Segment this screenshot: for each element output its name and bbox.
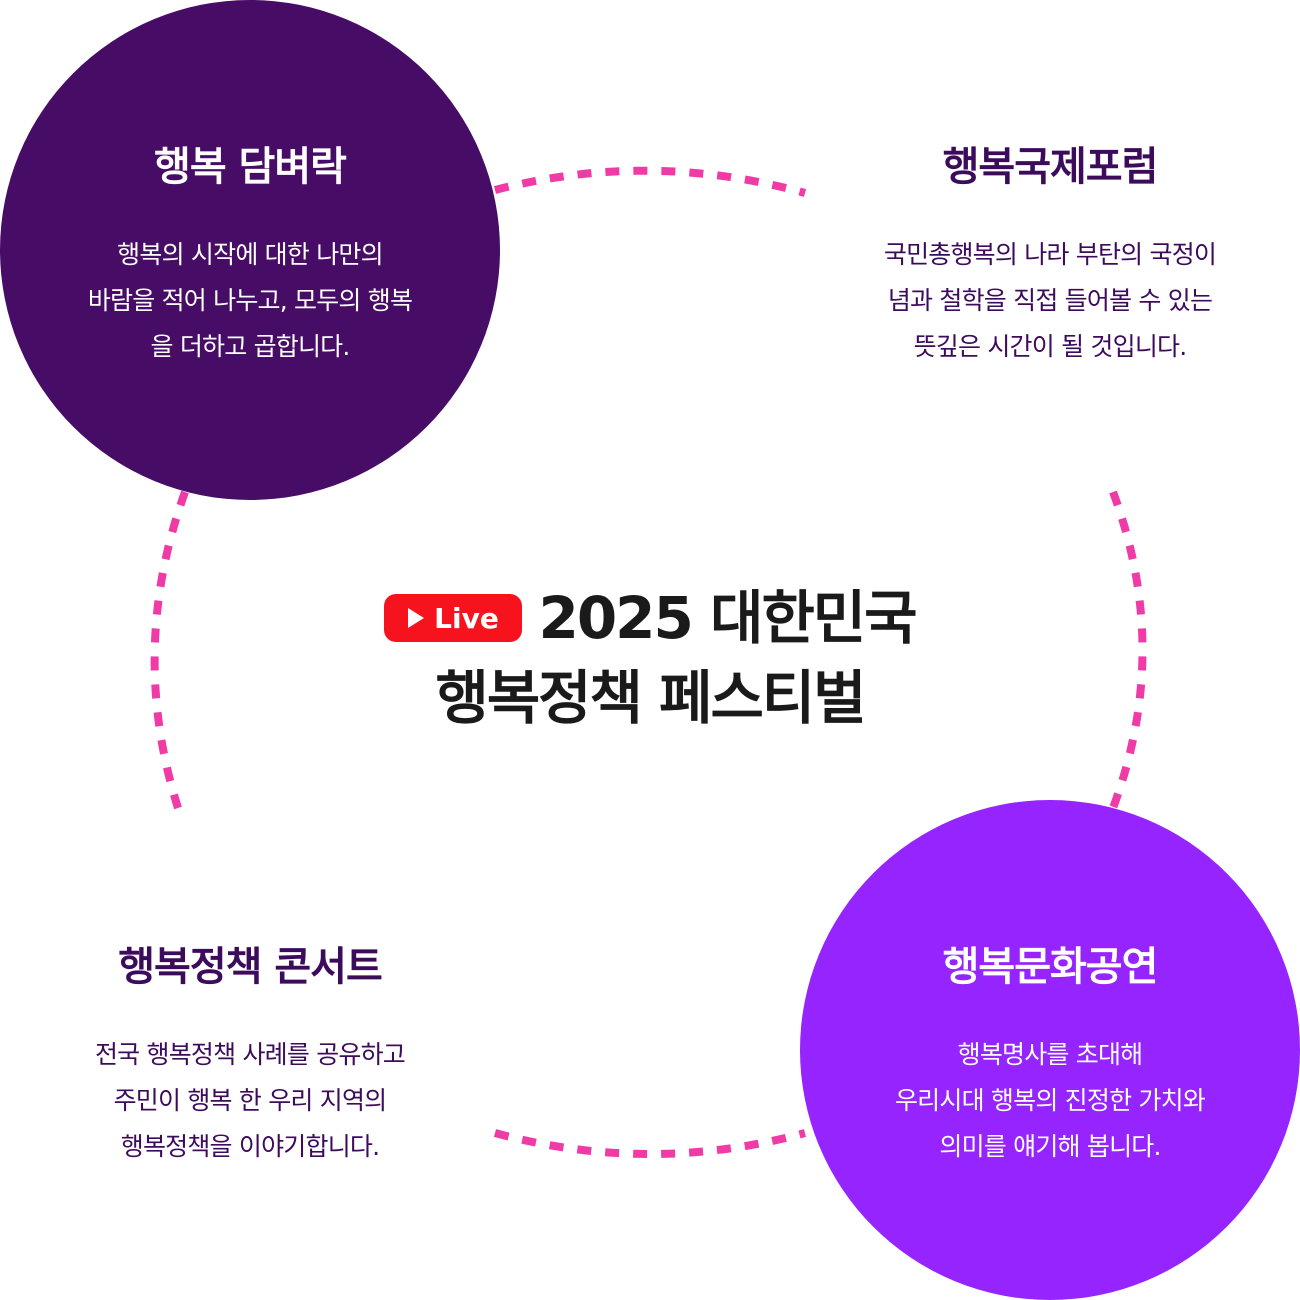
section-culture-performance: 행복문화공연 행복명사를 초대해 우리시대 행복의 진정한 가치와 의미를 얘기… <box>820 942 1280 1170</box>
description-line: 행복정책을 이야기합니다. <box>120 1132 380 1161</box>
section-description: 행복의 시작에 대한 나만의 바람을 적어 나누고, 모두의 행복 을 더하고 … <box>20 232 480 370</box>
section-title: 행복정책 콘서트 <box>118 944 383 990</box>
circle-bottom-right <box>800 800 1300 1300</box>
center-title-row: Live 2025 대한민국 <box>300 578 1000 658</box>
circle-top-left <box>0 0 500 500</box>
live-badge[interactable]: Live <box>384 594 523 642</box>
ring-arc-bottom <box>493 1129 807 1158</box>
section-international-forum: 행복국제포럼 국민총행복의 나라 부탄의 국정이 념과 철학을 직접 들어볼 수… <box>820 142 1280 370</box>
section-description: 국민총행복의 나라 부탄의 국정이 념과 철학을 직접 들어볼 수 있는 뜻깊은… <box>820 232 1280 370</box>
play-icon <box>408 608 425 628</box>
section-policy-concert: 행복정책 콘서트 전국 행복정책 사례를 공유하고 주민이 행복 한 우리 지역… <box>20 942 480 1170</box>
description-line: 의미를 얘기해 봅니다. <box>939 1132 1161 1161</box>
description-line: 행복의 시작에 대한 나만의 <box>117 240 383 269</box>
live-label: Live <box>434 601 499 635</box>
ring-arc-right <box>1109 490 1147 810</box>
description-line: 우리시대 행복의 진정한 가치와 <box>894 1086 1206 1115</box>
ring-arc-left <box>150 490 189 810</box>
section-title: 행복 담벼락 <box>154 144 347 190</box>
center-title-block: Live 2025 대한민국 행복정책 페스티벌 <box>300 578 1000 738</box>
description-line: 을 더하고 곱합니다. <box>150 332 350 361</box>
ring-arc-top <box>494 166 807 197</box>
festival-title-line1: 2025 대한민국 <box>538 584 917 652</box>
description-line: 국민총행복의 나라 부탄의 국정이 <box>883 240 1217 269</box>
description-line: 주민이 행복 한 우리 지역의 <box>113 1086 388 1115</box>
description-line: 념과 철학을 직접 들어볼 수 있는 <box>887 286 1213 315</box>
section-description: 전국 행복정책 사례를 공유하고 주민이 행복 한 우리 지역의 행복정책을 이… <box>20 1032 480 1170</box>
section-title: 행복문화공연 <box>942 944 1159 990</box>
festival-title-line2: 행복정책 페스티벌 <box>435 664 866 732</box>
section-title: 행복국제포럼 <box>942 144 1159 190</box>
description-line: 전국 행복정책 사례를 공유하고 <box>94 1040 406 1069</box>
section-happiness-wall: 행복 담벼락 행복의 시작에 대한 나만의 바람을 적어 나누고, 모두의 행복… <box>20 142 480 370</box>
section-description: 행복명사를 초대해 우리시대 행복의 진정한 가치와 의미를 얘기해 봅니다. <box>820 1032 1280 1170</box>
description-line: 행복명사를 초대해 <box>957 1040 1144 1069</box>
description-line: 바람을 적어 나누고, 모두의 행복 <box>87 286 413 315</box>
description-line: 뜻깊은 시간이 될 것입니다. <box>913 332 1188 361</box>
